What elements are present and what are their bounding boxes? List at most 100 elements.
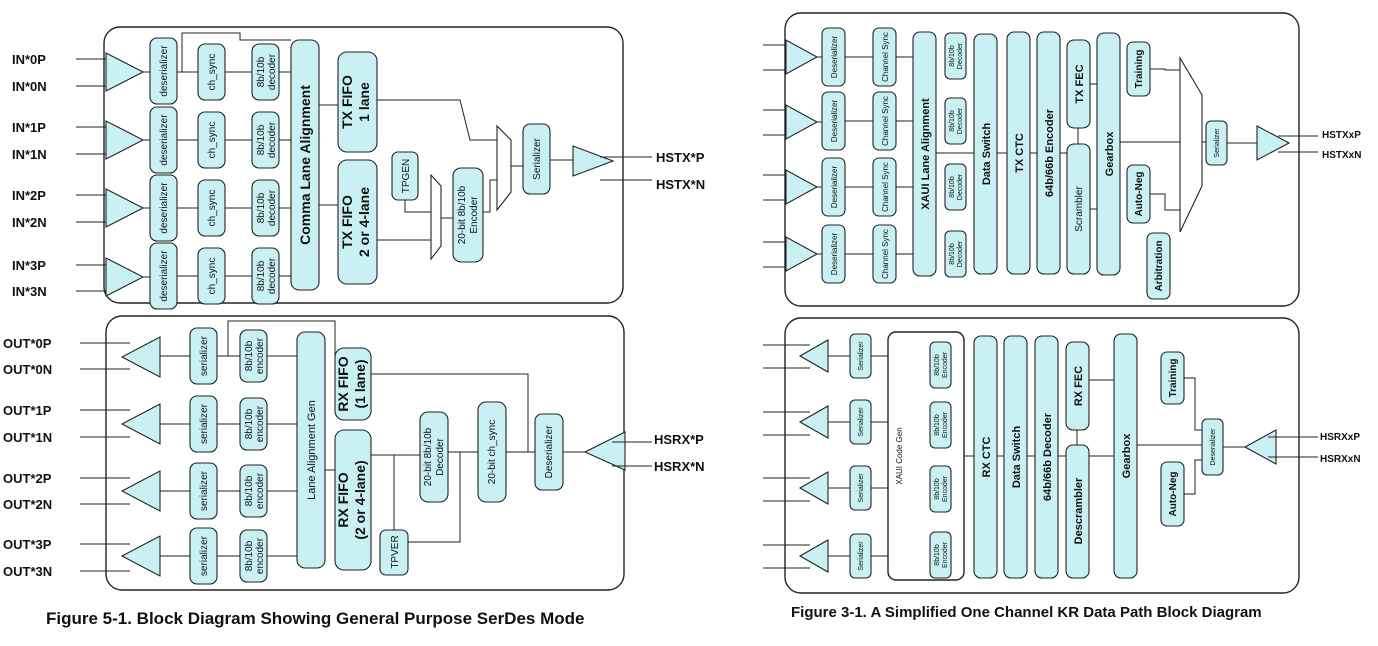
pin-in3p: IN*3P bbox=[12, 258, 46, 273]
svg-text:encoder: encoder bbox=[255, 337, 266, 374]
svg-text:RX FIFO: RX FIFO bbox=[335, 356, 351, 411]
pin-in0p: IN*0P bbox=[12, 52, 46, 67]
data-switch bbox=[973, 33, 998, 275]
svg-text:decoder: decoder bbox=[267, 53, 278, 90]
pin-in2p: IN*2P bbox=[12, 188, 46, 203]
svg-text:20-bit 8b/10b: 20-bit 8b/10b bbox=[457, 185, 468, 244]
rx-lane-3: OUT*3P OUT*3N serializer 8b/10b encoder bbox=[3, 527, 297, 585]
caption-left: Figure 5-1. Block Diagram Showing Genera… bbox=[46, 609, 584, 628]
right-tx-panel: Deserializer Channel Sync Deserializer C… bbox=[763, 12, 1361, 307]
left-tx-panel: IN*0P IN*0N deserializer ch_sync 8b/10b … bbox=[12, 26, 705, 310]
svg-text:8b/10b: 8b/10b bbox=[256, 260, 267, 291]
arbitration-block bbox=[1146, 232, 1171, 300]
rx-fifo-4-lane bbox=[334, 429, 372, 571]
svg-text:Scrambler: Scrambler bbox=[1074, 186, 1085, 232]
pin-hstxxp: HSTXxP bbox=[1322, 130, 1361, 141]
encoder-block bbox=[929, 341, 952, 389]
svg-text:decoder: decoder bbox=[267, 121, 278, 158]
pin-hsrxxp: HSRXxP bbox=[1320, 432, 1360, 443]
svg-text:(1 lane): (1 lane) bbox=[352, 359, 368, 408]
encoder-block bbox=[929, 401, 952, 449]
pin-out2n: OUT*2N bbox=[3, 497, 52, 512]
pin-hstxn: HSTX*N bbox=[656, 177, 705, 192]
data-switch bbox=[1003, 335, 1028, 579]
pin-out1p: OUT*1P bbox=[3, 403, 52, 418]
input-buffer bbox=[785, 104, 819, 140]
svg-text:8b/10b: 8b/10b bbox=[934, 354, 941, 376]
svg-text:decoder: decoder bbox=[267, 189, 278, 226]
tx-lane-3: IN*3P IN*3N deserializer ch_sync 8b/10b … bbox=[12, 242, 291, 310]
tx-lane-2: IN*2P IN*2N deserializer ch_sync 8b/10b … bbox=[12, 174, 291, 242]
input-buffer bbox=[105, 188, 145, 228]
svg-text:RX FIFO: RX FIFO bbox=[335, 472, 351, 527]
svg-text:Auto-Neg: Auto-Neg bbox=[1168, 472, 1179, 517]
svg-text:Channel Sync: Channel Sync bbox=[881, 96, 890, 146]
comma-lane-alignment bbox=[290, 39, 320, 291]
svg-text:Encoder: Encoder bbox=[942, 475, 949, 502]
svg-text:TX CTC: TX CTC bbox=[1014, 133, 1026, 173]
decoder-block bbox=[944, 163, 967, 211]
svg-text:Decoder: Decoder bbox=[957, 107, 964, 134]
input-buffer bbox=[1243, 429, 1277, 465]
svg-text:encoder: encoder bbox=[255, 472, 266, 509]
encoder-block bbox=[929, 531, 952, 579]
pin-in1n: IN*1N bbox=[12, 147, 47, 162]
decoder-64b66b bbox=[1034, 335, 1059, 579]
svg-text:serializer: serializer bbox=[199, 403, 210, 444]
svg-text:Serializer: Serializer bbox=[858, 473, 865, 503]
tx-mux-main bbox=[1179, 55, 1203, 233]
svg-text:XAUI Lane Alignment: XAUI Lane Alignment bbox=[920, 98, 932, 210]
svg-text:Serializer: Serializer bbox=[858, 341, 865, 371]
svg-text:Encoder: Encoder bbox=[942, 351, 949, 378]
svg-text:8b/10b: 8b/10b bbox=[256, 192, 267, 223]
svg-text:8b/10b: 8b/10b bbox=[934, 414, 941, 436]
svg-text:serializer: serializer bbox=[199, 470, 210, 511]
svg-text:XAUI Code Gen: XAUI Code Gen bbox=[895, 427, 904, 484]
svg-text:TX FIFO: TX FIFO bbox=[339, 195, 355, 249]
input-buffer bbox=[785, 169, 819, 205]
svg-text:ch_sync: ch_sync bbox=[207, 190, 218, 227]
pin-in3n: IN*3N bbox=[12, 284, 47, 299]
svg-text:Deserializer: Deserializer bbox=[544, 425, 555, 478]
kr-tx-lane-3: Deserializer Channel Sync bbox=[763, 224, 913, 284]
svg-text:Comma Lane Alignment: Comma Lane Alignment bbox=[297, 85, 313, 245]
svg-text:TPVER: TPVER bbox=[390, 535, 401, 568]
pin-out1n: OUT*1N bbox=[3, 430, 52, 445]
rx-ctc bbox=[973, 335, 998, 579]
svg-text:8b/10b: 8b/10b bbox=[256, 124, 267, 155]
deserializer-block bbox=[149, 37, 178, 105]
caption-right: Figure 3-1. A Simplified One Channel KR … bbox=[791, 604, 1262, 621]
output-driver bbox=[120, 336, 161, 378]
svg-text:ch_sync: ch_sync bbox=[207, 258, 218, 295]
svg-text:deserializer: deserializer bbox=[159, 250, 170, 302]
svg-text:(2 or 4-lane): (2 or 4-lane) bbox=[352, 460, 368, 539]
svg-text:Descrambler: Descrambler bbox=[1073, 477, 1085, 544]
svg-text:ch_sync: ch_sync bbox=[207, 122, 218, 159]
kr-decoders: 8b/10b Decoder 8b/10b Decoder 8b/10b Dec… bbox=[944, 32, 967, 278]
pin-hsrxp: HSRX*P bbox=[654, 432, 704, 447]
pin-hsrxn: HSRX*N bbox=[654, 459, 705, 474]
kr-rx-lane-3: Serializer bbox=[763, 533, 888, 579]
svg-text:64b/66b Decoder: 64b/66b Decoder bbox=[1042, 412, 1054, 501]
rx-fifo-1-lane bbox=[334, 347, 372, 421]
gearbox bbox=[1113, 333, 1138, 579]
pin-hstxxn: HSTXxN bbox=[1322, 150, 1361, 161]
svg-text:Serializer: Serializer bbox=[1214, 128, 1221, 158]
svg-text:8b/10b: 8b/10b bbox=[934, 478, 941, 500]
svg-text:deserializer: deserializer bbox=[159, 114, 170, 166]
svg-text:decoder: decoder bbox=[267, 257, 278, 294]
decoder-block bbox=[944, 97, 967, 145]
svg-text:Training: Training bbox=[1134, 50, 1145, 89]
pin-hsrxxn: HSRXxN bbox=[1320, 454, 1361, 465]
svg-text:8b/10b: 8b/10b bbox=[244, 408, 255, 439]
kr-rx-lane-1: Serializer bbox=[763, 399, 888, 445]
encoder-block bbox=[929, 465, 952, 513]
svg-text:Channel Sync: Channel Sync bbox=[881, 229, 890, 279]
svg-text:Decoder: Decoder bbox=[957, 42, 964, 69]
kr-encoders: 8b/10b Encoder 8b/10b Encoder 8b/10b Enc… bbox=[929, 341, 952, 579]
svg-text:Channel Sync: Channel Sync bbox=[881, 162, 890, 212]
svg-text:deserializer: deserializer bbox=[159, 182, 170, 234]
left-rx-panel: OUT*0P OUT*0N serializer 8b/10b encoder … bbox=[3, 315, 705, 591]
tx-lane-1: IN*1P IN*1N deserializer ch_sync 8b/10b … bbox=[12, 106, 291, 174]
